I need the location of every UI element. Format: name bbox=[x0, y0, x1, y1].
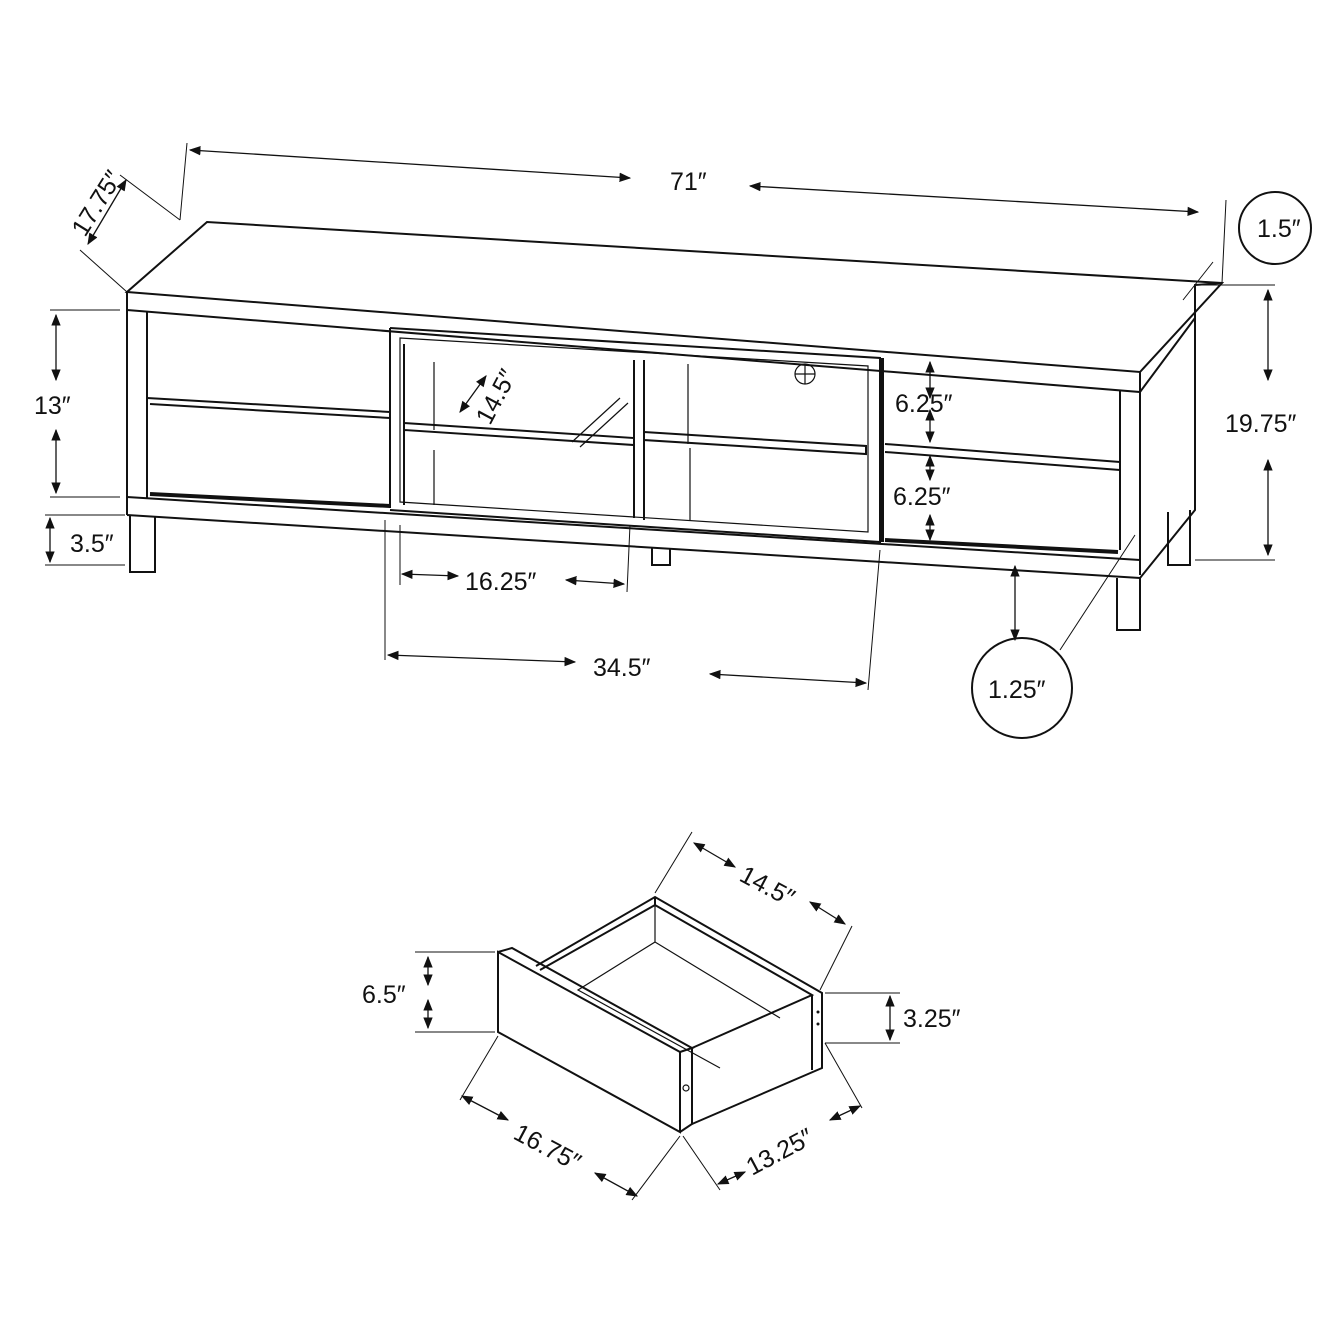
drawer-dimension-lines bbox=[415, 831, 900, 1201]
total-height-label: 19.75″ bbox=[1225, 410, 1297, 438]
shelf-depth-label: 14.5″ bbox=[471, 365, 523, 429]
depth-label: 17.75″ bbox=[66, 166, 128, 242]
drawer-drawing bbox=[497, 895, 823, 1134]
top-thickness-label: 1.5″ bbox=[1257, 215, 1301, 243]
width-label: 71″ bbox=[670, 168, 707, 196]
dimension-labels: 71″ 17.75″ 1.5″ 19.75″ 13″ 3.5″ 14.5″ 6.… bbox=[34, 166, 1301, 704]
lower-drawer-height-label: 6.25″ bbox=[893, 483, 951, 511]
center-section-label: 34.5″ bbox=[593, 654, 651, 682]
drawer-front-height-label: 6.5″ bbox=[362, 981, 406, 1009]
leg-height-label: 3.5″ bbox=[70, 530, 114, 558]
dimension-lines bbox=[45, 142, 1312, 739]
cabinet-height-label: 13″ bbox=[34, 392, 71, 420]
center-compartment-label: 16.25″ bbox=[465, 568, 537, 596]
leg-width-label: 1.25″ bbox=[988, 676, 1046, 704]
tv-stand-drawing bbox=[124, 220, 1225, 631]
drawer-front-width-label: 16.75″ bbox=[509, 1119, 585, 1177]
drawer-box-width-label: 13.25″ bbox=[742, 1123, 818, 1181]
upper-drawer-height-label: 6.25″ bbox=[895, 390, 953, 418]
drawer-depth-label: 14.5″ bbox=[735, 861, 799, 913]
drawer-box-height-label: 3.25″ bbox=[903, 1005, 961, 1033]
